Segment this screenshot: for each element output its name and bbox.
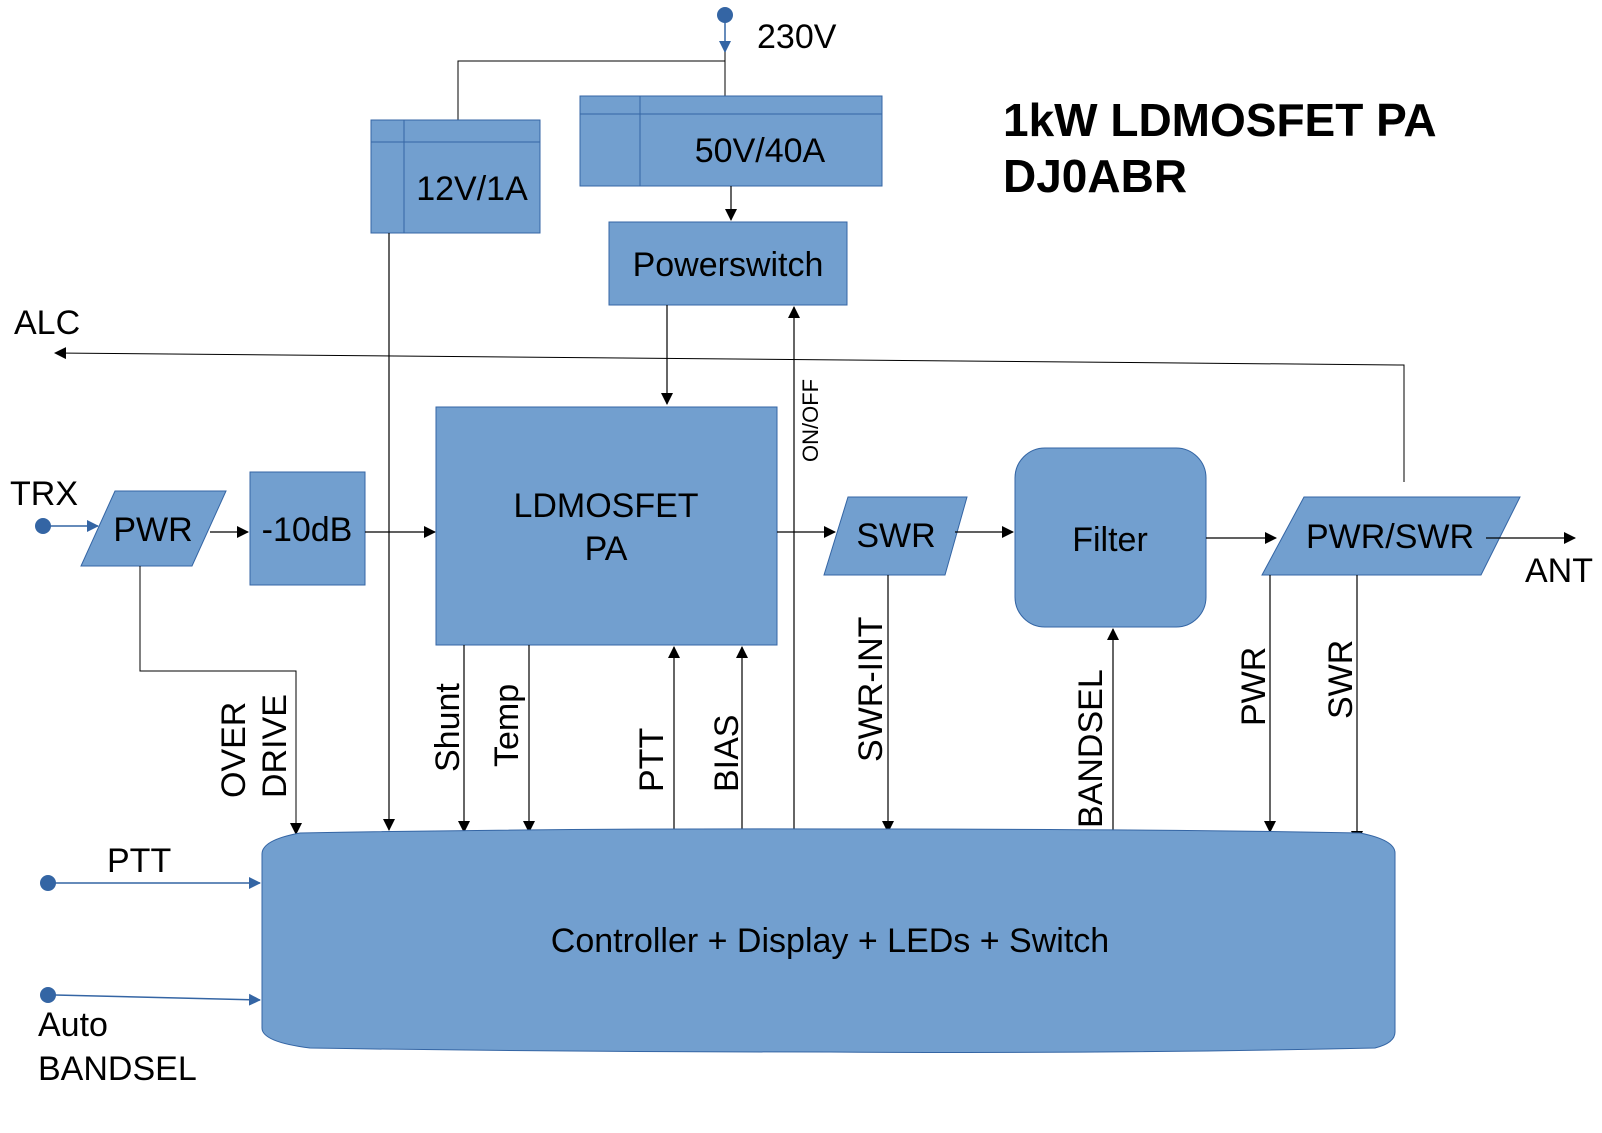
- pwr-input-block: PWR: [80, 490, 227, 567]
- powerswitch-block: Powerswitch: [608, 221, 848, 306]
- bias-label: BIAS: [708, 715, 746, 792]
- swr-out-label: SWR: [1322, 640, 1360, 719]
- trx-label: TRX: [10, 475, 78, 513]
- filter-label: Filter: [1072, 521, 1148, 559]
- overdrive-line: [139, 566, 302, 835]
- title-line1: 1kW LDMOSFET PA: [1003, 94, 1437, 146]
- shunt-label: Shunt: [429, 683, 467, 772]
- filter-block: Filter: [1014, 447, 1207, 628]
- attenuator-block: -10dB: [249, 471, 366, 586]
- alc-label: ALC: [14, 304, 80, 342]
- psu-50v-block: 50V/40A: [579, 95, 883, 187]
- mains-terminal: [717, 7, 733, 23]
- alc-feedback-line: [54, 347, 1405, 482]
- pwrswr-label: PWR/SWR: [1306, 518, 1474, 556]
- auto-bandsel-label-line2: BANDSEL: [38, 1050, 197, 1088]
- controller-block: Controller + Display + LEDs + Switch: [261, 828, 1396, 1053]
- pa-block: LDMOSFET PA: [435, 406, 778, 646]
- mains-to-12v-line: [457, 52, 726, 120]
- overdrive-label-drive: DRIVE: [256, 694, 294, 798]
- attenuator-label: -10dB: [262, 511, 353, 549]
- psu-12v-block: 12V/1A: [370, 119, 541, 234]
- auto-bandsel-label-line1: Auto: [38, 1006, 108, 1044]
- mains-label: 230V: [757, 18, 837, 56]
- ant-label: ANT: [1525, 552, 1593, 590]
- pa-label-line1: LDMOSFET: [513, 487, 698, 525]
- ptt-terminal: [40, 875, 56, 891]
- swr-block: SWR: [823, 496, 968, 576]
- title-line2: DJ0ABR: [1003, 150, 1187, 202]
- onoff-label: ON/OFF: [798, 379, 823, 462]
- temp-label: Temp: [488, 684, 526, 767]
- ptt-signal-label: PTT: [633, 728, 671, 792]
- pa-label-line2: PA: [585, 530, 628, 568]
- pwr-input-label: PWR: [113, 511, 192, 549]
- ptt-input-label: PTT: [107, 842, 171, 880]
- pwr-out-label: PWR: [1235, 647, 1273, 726]
- swr-int-label: SWR-INT: [852, 617, 890, 762]
- controller-label: Controller + Display + LEDs + Switch: [551, 922, 1109, 960]
- auto-bandsel-terminal: [40, 987, 56, 1003]
- pwrswr-block: PWR/SWR: [1261, 496, 1521, 576]
- trx-terminal: [35, 518, 51, 534]
- psu-50v-label: 50V/40A: [695, 132, 826, 170]
- swr-label: SWR: [856, 517, 935, 555]
- powerswitch-label: Powerswitch: [633, 246, 824, 284]
- auto-bandsel-arrow: [54, 993, 261, 1006]
- bandsel-label: BANDSEL: [1072, 669, 1110, 828]
- overdrive-label-over: OVER: [215, 702, 253, 798]
- psu-12v-label: 12V/1A: [416, 170, 528, 208]
